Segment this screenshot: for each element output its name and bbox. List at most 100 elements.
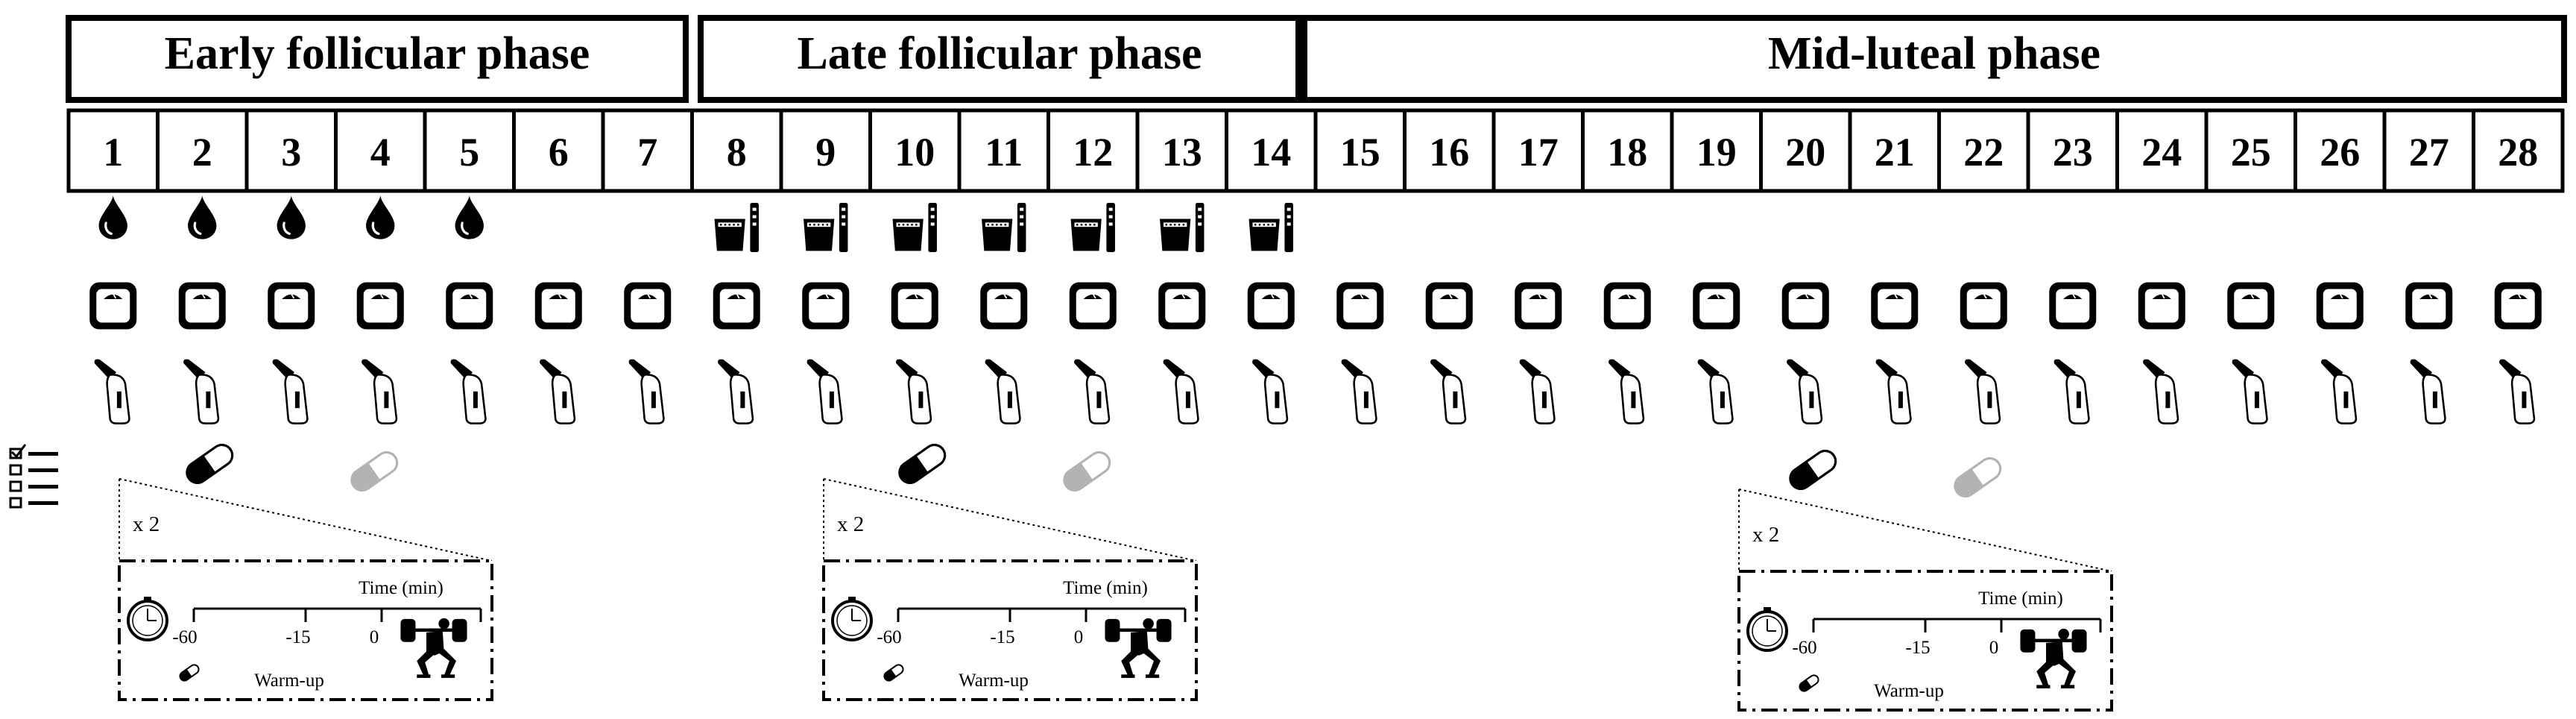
stopwatch-icon [831,597,873,641]
capsule-icon [186,444,234,484]
day-number: 20 [1785,130,1825,175]
time-tick-label: -15 [990,627,1014,647]
day-cell: 12 [1046,108,1140,193]
day-number: 17 [1518,130,1559,175]
weighing-scale-icon [2405,281,2454,330]
weighing-scale-icon [890,281,939,330]
weight-row [89,281,2542,330]
capsule-icon [1063,451,1111,492]
day-cell: 8 [690,108,783,193]
day-number: 21 [1875,130,1915,175]
day-number: 12 [1073,130,1113,175]
day-number: 8 [727,130,747,175]
ear-thermometer-icon [894,358,932,425]
ear-thermometer-icon [716,358,754,425]
ear-thermometer-icon [1073,358,1111,425]
ear-thermometer-icon [1162,358,1199,425]
day-box [1759,108,1852,193]
day-number: 22 [1963,130,2004,175]
weighing-scale-icon [356,281,405,330]
ear-thermometer-icon [2053,358,2090,425]
day-box [1135,108,1228,193]
ear-thermometer-icon [93,358,130,425]
day-cell: 14 [1225,108,1318,193]
phase-early-follicular: Early follicular phase [66,15,689,103]
urine-cup-icon [1070,203,1115,252]
capsule-icon [1799,674,1819,692]
weighing-scale-icon [1158,281,1207,330]
phase-label: Late follicular phase [797,28,1202,79]
weighing-scale-icon [712,281,761,330]
ear-thermometer-icon [1607,358,1645,425]
day-cell: 9 [779,108,872,193]
stopwatch-icon [127,597,168,641]
day-number: 2 [192,130,212,175]
day-box [1937,108,2030,193]
day-number: 23 [2053,130,2093,175]
time-tick-label: 0 [1074,627,1084,647]
weighing-scale-icon [1424,281,1474,330]
day-cell: 10 [868,108,962,193]
day-box [1491,108,1585,193]
day-number: 6 [549,130,569,175]
day-cell: 17 [1491,108,1585,193]
urine-cup-icon [1248,203,1293,252]
urine-cup-icon [804,203,848,252]
day-cell: 19 [1670,108,1763,193]
phase-label: Mid-luteal phase [1768,28,2100,79]
warmup-label: Warm-up [959,671,1029,691]
day-number: 9 [815,130,836,175]
day-cell: 23 [2026,108,2119,193]
day-number: 27 [2409,130,2449,175]
day-cell: 4 [334,108,427,193]
ear-thermometer-icon [806,358,843,425]
day-number: 7 [637,130,657,175]
weighing-scale-icon [1870,281,1919,330]
phase-box [66,15,689,103]
day-cell: 15 [1313,108,1407,193]
weighing-scale-icon [979,281,1029,330]
weighing-scale-icon [89,281,138,330]
weighing-scale-icon [177,281,227,330]
ear-thermometer-icon [628,358,665,425]
time-tick-label: 0 [1989,638,1999,658]
phase-label: Early follicular phase [165,28,590,79]
day-number: 3 [281,130,301,175]
ear-thermometer-icon [538,358,576,425]
ear-thermometer-icon [2141,358,2179,425]
weighing-scale-icon [1246,281,1295,330]
capsule-icon [1789,450,1837,490]
day-number: 1 [103,130,123,175]
day-number: 28 [2498,130,2538,175]
day-number: 24 [2141,130,2182,175]
capsule-icon [883,664,904,682]
day-number: 14 [1251,130,1291,175]
ear-thermometer-icon [449,358,487,425]
ear-thermometer-icon [1340,358,1377,425]
day-box [2204,108,2297,193]
day-cell: 26 [2294,108,2387,193]
ear-thermometer-icon [1518,358,1556,425]
day-cell: 13 [1135,108,1228,193]
day-number: 4 [370,130,391,175]
day-box [1581,108,1674,193]
weighing-scale-icon [445,281,494,330]
capsule-icon [179,664,200,682]
ear-thermometer-icon [1696,358,1734,425]
day-cell: 20 [1759,108,1852,193]
temperature-row [93,358,2536,425]
day-cell: 18 [1581,108,1674,193]
weighing-scale-icon [1336,281,1385,330]
weighing-scale-icon [2226,281,2276,330]
day-cell: 2 [156,108,249,193]
phase-box [1301,15,2567,103]
weighing-scale-icon [2493,281,2542,330]
day-box [423,108,516,193]
urine-cup-icon [714,203,759,252]
menstruation-row [97,194,485,241]
weighing-scale-icon [1781,281,1830,330]
phase-late-follicular: Late follicular phase [698,15,1301,103]
